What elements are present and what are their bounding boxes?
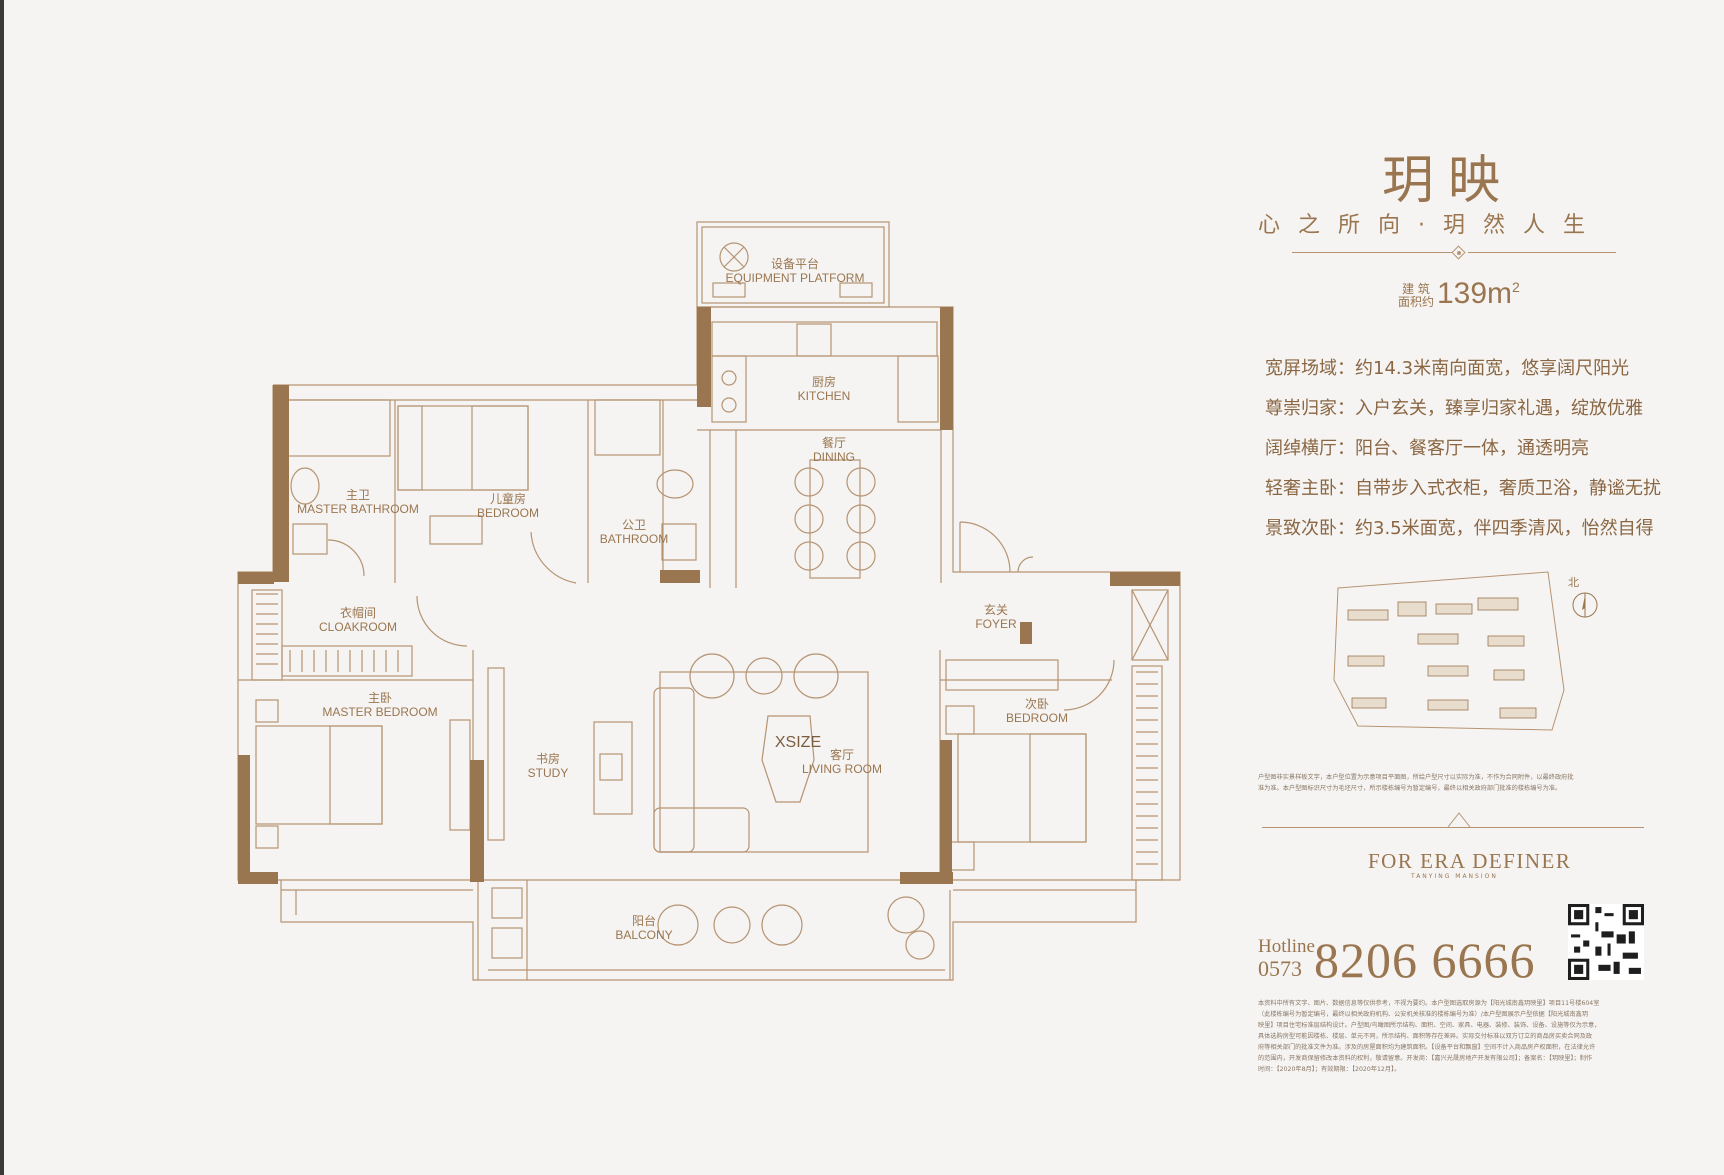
project-subtitle: 心之所向·玥然人生 [1258, 213, 1603, 238]
feature-item: 阔绰横厅：阳台、餐客厅一体，通透明亮 [1265, 438, 1589, 459]
dining-table [809, 459, 861, 579]
left-edge-strip [0, 0, 4, 1175]
study-desk [593, 721, 633, 815]
slogan-sub: TANYING MANSION [1411, 873, 1498, 880]
project-title: 玥映 [1382, 151, 1515, 211]
hotline-area-code: 0573 [1258, 956, 1302, 981]
compass-icon [1572, 592, 1598, 618]
qr-code-icon [1568, 904, 1644, 980]
chevron-ornament-icon [1447, 812, 1471, 828]
slogan-divider [1262, 827, 1644, 828]
hotline-label: Hotline [1258, 936, 1315, 957]
master-bed [255, 725, 383, 825]
slogan: FOR ERA DEFINER [1368, 849, 1572, 873]
diamond-ornament-icon [1451, 245, 1466, 260]
second-bed [957, 733, 1087, 843]
living-rug [659, 671, 869, 853]
disclaimer-upper: 户型图非实景样板文字，本户型位置为示意项目平面图，所绘户型尺寸以实际为准，不作为… [1258, 774, 1574, 792]
hotline-number: 8206 6666 [1314, 932, 1536, 988]
coffee-table [761, 715, 815, 803]
feature-list: 宽屏场域：约14.3米南向面宽，悠享阔尺阳光 尊崇归家：入户玄关，臻享归家礼遇，… [1265, 354, 1661, 554]
feature-item: 景致次卧：约3.5米面宽，伴四季清风，怡然自得 [1265, 518, 1654, 539]
north-label: 北 [1568, 576, 1579, 589]
feature-item: 宽屏场域：约14.3米南向面宽，悠享阔尺阳光 [1265, 358, 1630, 379]
feature-item: 尊崇归家：入户玄关，臻享归家礼遇，绽放优雅 [1265, 398, 1643, 419]
floor-area: 建 筑面积约 139m2 [1397, 277, 1520, 310]
divider-left [1292, 252, 1452, 253]
apartment-outline [237, 306, 1181, 981]
site-plan [1333, 571, 1565, 731]
feature-item: 轻奢主卧：自带步入式衣柜，奢质卫浴，静谧无扰 [1265, 478, 1661, 499]
divider-right [1468, 252, 1616, 253]
size-mark: XSIZE [774, 734, 822, 751]
disclaimer-lower: 本资料中所有文字、图片、数据信息等仅供参考，不视为要约。本户型图选取房源为【阳光… [1258, 1000, 1601, 1073]
ac-unit-icon [719, 242, 749, 272]
